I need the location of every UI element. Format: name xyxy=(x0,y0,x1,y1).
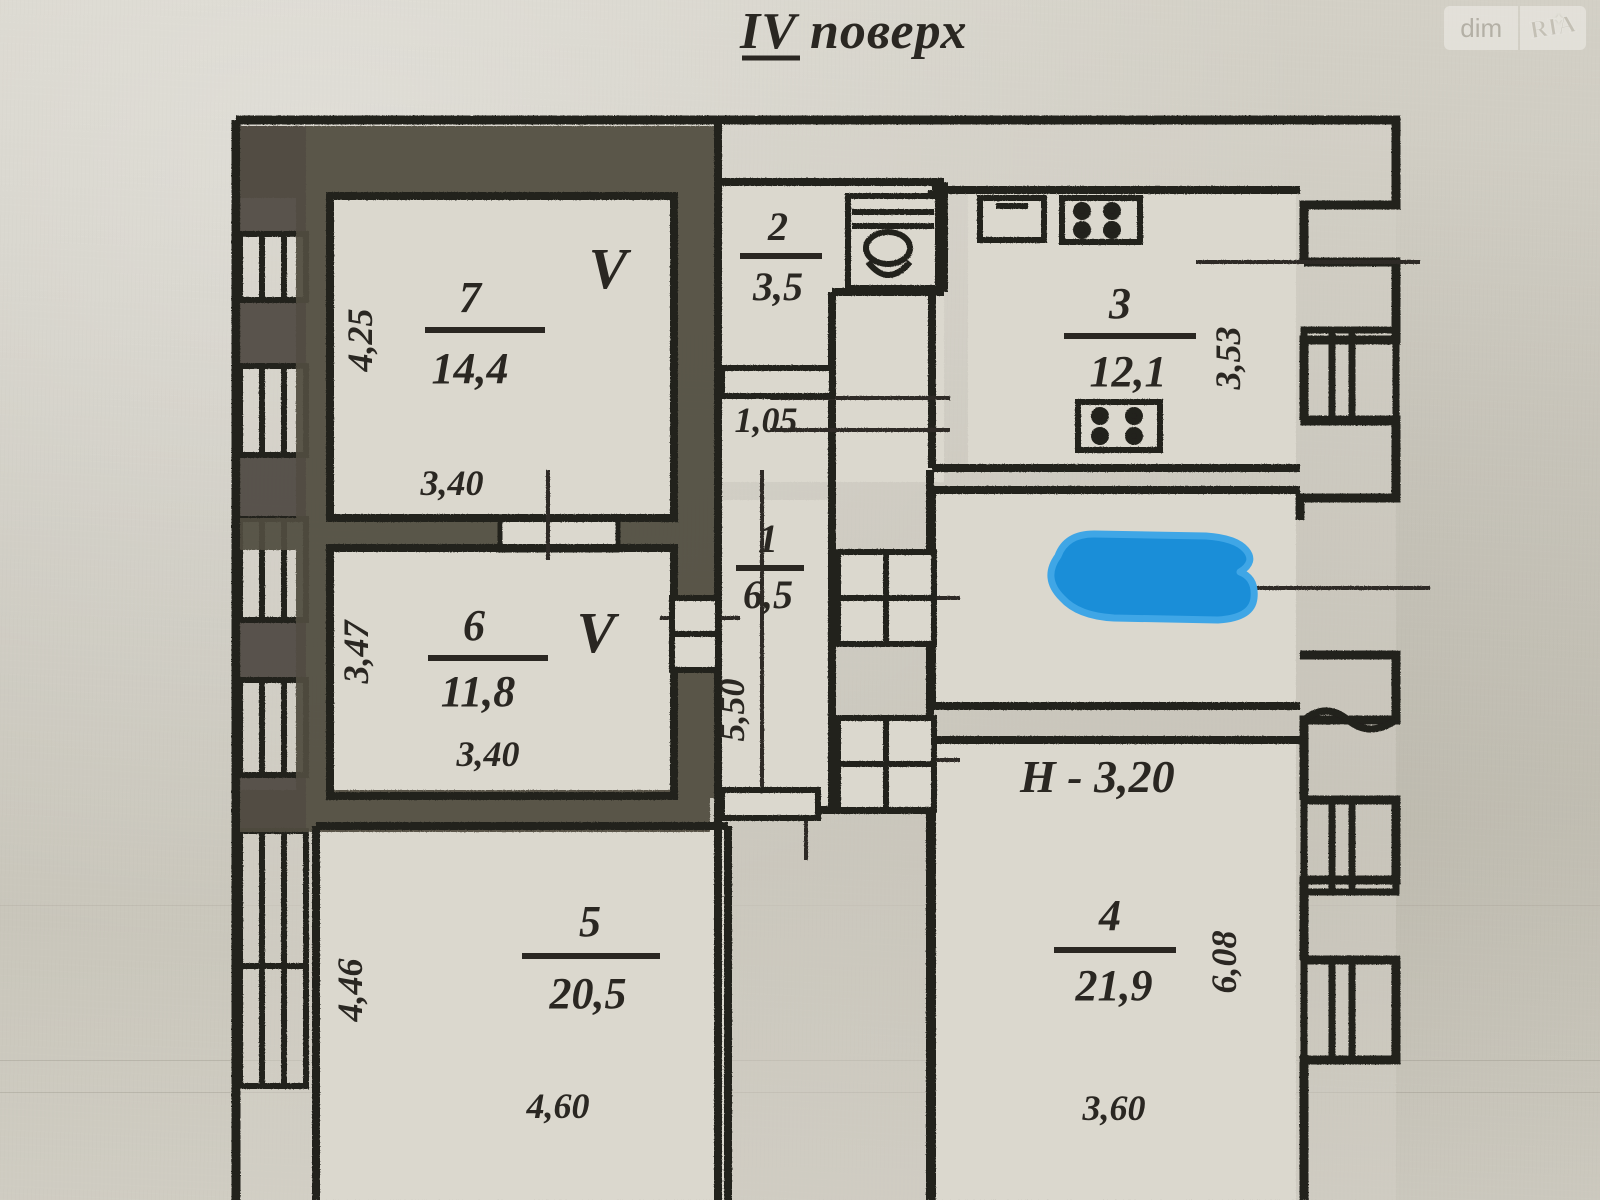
plan-title: IV поверх xyxy=(739,3,968,60)
room-5-floor xyxy=(316,826,728,1200)
room-6-floor xyxy=(330,548,674,796)
room-7-height-dim: 4,25 xyxy=(340,309,380,373)
stove-icon xyxy=(1059,195,1143,245)
room-5-width-dim: 4,60 xyxy=(526,1086,590,1126)
watermark-ria-text: RIA xyxy=(1528,10,1579,45)
room-3-number: 3 xyxy=(1108,279,1131,328)
room-1-label: 1 6,5 5,50 xyxy=(712,516,804,742)
room-1-floor xyxy=(722,500,832,810)
room-6-width-dim: 3,40 xyxy=(456,734,520,774)
room-4-label: 4 21,9 6,08 3,60 xyxy=(1054,891,1244,1128)
room-3-height-dim: 3,53 xyxy=(1208,327,1248,391)
room-6-number: 6 xyxy=(463,601,485,650)
room-7-label: 7 14,4 V 4,25 3,40 xyxy=(340,236,632,503)
room-4-width-dim: 3,60 xyxy=(1082,1088,1146,1128)
right-bay-windows xyxy=(1300,326,1400,1064)
room-5-label: 5 20,5 4,46 4,60 xyxy=(330,897,660,1126)
room-7-area: 14,4 xyxy=(432,344,509,393)
ceiling-height-note: Н - 3,20 xyxy=(1019,751,1175,802)
toilet-icon xyxy=(845,193,941,291)
room-7-floor xyxy=(330,196,674,518)
room-1-number: 1 xyxy=(758,516,778,561)
sink-icon xyxy=(977,195,1047,243)
room-fills xyxy=(236,120,1396,1200)
wall-pillar xyxy=(240,300,306,366)
room-6-mark: V xyxy=(577,600,620,665)
room-2-number: 2 xyxy=(767,204,788,249)
room-4-height-dim: 6,08 xyxy=(1204,931,1244,994)
room-2-area: 3,5 xyxy=(752,264,803,309)
star-icon: ✦ xyxy=(1551,10,1566,29)
wall-pillar xyxy=(240,455,306,519)
room-6-area: 11,8 xyxy=(441,667,516,716)
room-4-area: 21,9 xyxy=(1075,961,1153,1010)
room-7-number: 7 xyxy=(459,273,483,322)
room-6-height-dim: 3,47 xyxy=(336,619,376,685)
door-openings xyxy=(669,365,937,821)
room-2-width-dim: 1,05 xyxy=(735,400,798,440)
room-2-label: 2 3,5 1,05 xyxy=(735,204,822,440)
room-3-area: 12,1 xyxy=(1090,347,1167,396)
room-4-number: 4 xyxy=(1098,891,1121,940)
plan-geometry xyxy=(231,115,1430,1200)
room-6-label: 6 11,8 V 3,47 3,40 xyxy=(336,600,620,774)
room-1-height-dim: 5,50 xyxy=(712,679,752,742)
blue-highlight-redaction xyxy=(1047,530,1258,624)
room-3-label: 3 12,1 3,53 xyxy=(1064,279,1248,396)
room-5-height-dim: 4,46 xyxy=(330,959,370,1023)
stove-2-icon xyxy=(1075,399,1163,453)
room-5-number: 5 xyxy=(579,897,601,946)
watermark-ria: ✦ RIA xyxy=(1520,6,1586,50)
room-4-floor xyxy=(932,740,1296,1200)
room-7-width-dim: 3,40 xyxy=(420,463,484,503)
annotations: IV поверх 7 14,4 V 4,25 3,40 6 11,8 V 3,… xyxy=(330,3,1248,1128)
room-1-area: 6,5 xyxy=(743,572,793,617)
room-7-mark: V xyxy=(589,236,632,301)
door-symbol xyxy=(719,787,821,821)
room-5-area: 20,5 xyxy=(549,969,627,1018)
wall-pillar xyxy=(240,620,306,680)
door-symbol xyxy=(719,365,835,399)
watermark-dim: dim xyxy=(1444,6,1519,50)
watermark: dim ✦ RIA xyxy=(1444,6,1586,50)
